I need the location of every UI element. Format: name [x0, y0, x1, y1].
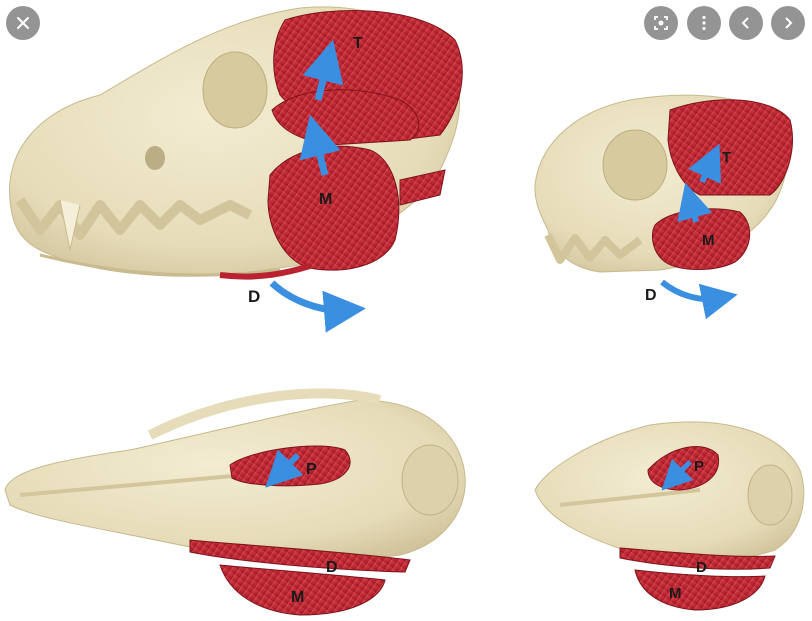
dog-label-d: D [248, 287, 260, 306]
dog-ventral-arrow [265, 449, 304, 488]
dog-label-m: M [319, 191, 332, 208]
cat-ventral-digastric-muscle [619, 547, 776, 570]
lens-button[interactable] [644, 6, 678, 40]
previous-button[interactable] [729, 6, 763, 40]
cat-label-d: D [645, 287, 657, 304]
lens-icon [654, 16, 668, 30]
close-icon [17, 17, 29, 29]
chevron-right-icon [785, 17, 793, 29]
dog-ventral-label-m: M [291, 589, 304, 606]
cat-ventral-skull [534, 421, 805, 563]
dog-lateral-arrows [269, 39, 366, 333]
close-button[interactable] [6, 6, 40, 40]
cat-temporalis-muscle [667, 99, 793, 196]
dog-ventral-digastric-muscle [189, 539, 411, 573]
cat-label-m: M [702, 232, 715, 249]
more-vertical-icon [702, 15, 706, 31]
dog-ventral-skull [4, 388, 466, 561]
dog-ventral-label-d: D [326, 559, 338, 576]
dog-label-t: T [353, 35, 363, 52]
dog-temporalis-muscle [271, 10, 463, 146]
cat-lateral-arrows [660, 143, 738, 320]
next-button[interactable] [771, 6, 805, 40]
cat-ventral-label-d: D [696, 559, 707, 576]
cat-label-t: T [722, 149, 731, 166]
dog-ventral-masseter-muscle [219, 564, 386, 616]
dog-ventral-label-p: P [306, 461, 317, 478]
cat-ventral-masseter-muscle [634, 569, 766, 611]
cat-ventral-arrow [661, 458, 694, 491]
chevron-left-icon [741, 17, 749, 29]
more-options-button[interactable] [687, 6, 721, 40]
cat-ventral-label-p: P [694, 458, 704, 475]
cat-ventral-label-m: M [669, 585, 682, 602]
